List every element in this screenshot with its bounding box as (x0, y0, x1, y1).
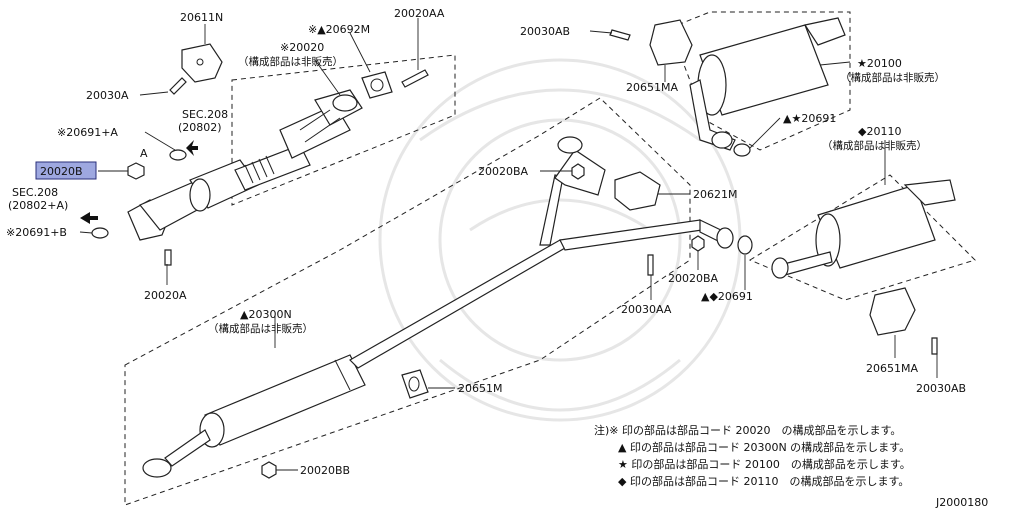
label-20691A: ※20691+A (57, 126, 118, 139)
label-20020BA-right: 20020BA (668, 272, 719, 285)
front-pipe-assembly[interactable] (127, 89, 363, 241)
gasket-20692M[interactable] (361, 71, 393, 99)
label-20020AA: 20020AA (394, 7, 445, 20)
gasket-20691-star[interactable] (733, 143, 751, 157)
arrow-sec208-top (186, 140, 198, 156)
bolt-20020A[interactable] (164, 249, 172, 266)
label-20110-sub: （構成部品は非販売） (822, 139, 927, 152)
boundary-20110 (748, 174, 976, 301)
bracket-20611N[interactable] (181, 43, 223, 83)
label-20651MA-bottom: 20651MA (866, 362, 918, 375)
stud-20020AA[interactable] (401, 69, 429, 88)
label-20300N-sub: （構成部品は非販売） (208, 322, 313, 335)
leader-lines (79, 18, 938, 471)
label-20100-sub: （構成部品は非販売） (840, 71, 945, 84)
label-20020A: 20020A (144, 289, 187, 302)
label-20030AA: 20030AA (621, 303, 672, 316)
label-20020-sub: （構成部品は非販売） (238, 55, 343, 68)
nut-20020BA-left[interactable] (571, 163, 585, 180)
rubber-mount-20651M[interactable] (401, 369, 429, 399)
label-20030AB-top: 20030AB (520, 25, 570, 38)
bolt-20030AB-bottom[interactable] (931, 337, 938, 355)
arrow-sec208-bottom (80, 212, 98, 224)
highlight-box-20020B[interactable] (35, 161, 97, 180)
label-sec208-top: SEC.208 (182, 108, 228, 121)
label-20100: ★20100 (857, 57, 902, 70)
gasket-20691A[interactable] (169, 149, 187, 161)
label-20030A: 20030A (86, 89, 129, 102)
label-20621M: 20621M (693, 188, 737, 201)
rubber-mount-20651MA-top[interactable] (649, 19, 693, 66)
label-marker-A: A (140, 147, 148, 160)
bolt-20030A[interactable] (169, 77, 187, 95)
center-pipe-assembly[interactable] (142, 136, 734, 478)
label-20691B: ※20691+B (6, 226, 67, 239)
label-20110: ◆20110 (858, 125, 901, 138)
note-line-4: ◆ 印の部品は部品コード 20110 の構成部品を示します。 (618, 474, 909, 488)
boundary-20300N (124, 97, 691, 506)
label-20651M: 20651M (458, 382, 502, 395)
label-20020BB: 20020BB (300, 464, 350, 477)
bracket-20621M[interactable] (614, 171, 661, 211)
note-line-1: 注)※ 印の部品は部品コード 20020 の構成部品を示します。 (594, 423, 901, 437)
muffler-20100[interactable] (689, 17, 846, 151)
note-line-2: ▲ 印の部品は部品コード 20300N の構成部品を示します。 (618, 440, 910, 454)
bolt-20030AB-top[interactable] (609, 29, 631, 41)
nut-20020BA-right[interactable] (691, 235, 705, 252)
label-20691-diamond: ▲◆20691 (701, 290, 753, 303)
diagram-id: J2000180 (935, 496, 988, 509)
label-sec208-bottom-sub: (20802+A) (8, 199, 68, 212)
nut-20020B[interactable] (127, 162, 145, 180)
label-20691-star: ▲★20691 (783, 112, 836, 125)
nut-20020BB[interactable] (261, 461, 277, 479)
label-sec208-bottom: SEC.208 (12, 186, 58, 199)
label-20651MA-top: 20651MA (626, 81, 678, 94)
label-20692M: ※▲20692M (308, 23, 370, 36)
label-20030AB-bottom: 20030AB (916, 382, 966, 395)
bolt-20030AA[interactable] (647, 254, 654, 276)
gasket-20691B[interactable] (91, 227, 109, 239)
note-line-3: ★ 印の部品は部品コード 20100 の構成部品を示します。 (618, 457, 911, 471)
label-20020B[interactable]: 20020B (40, 165, 83, 178)
gasket-20691-diamond[interactable] (737, 235, 753, 255)
label-20020BA-left: 20020BA (478, 165, 529, 178)
label-20611N: 20611N (180, 11, 223, 24)
label-sec208-top-sub: (20802) (178, 121, 222, 134)
rubber-mount-20651MA-bottom[interactable] (869, 287, 916, 336)
label-20300N: ▲20300N (240, 308, 292, 321)
label-20020: ※20020 (280, 41, 324, 54)
muffler-20110[interactable] (771, 179, 956, 279)
